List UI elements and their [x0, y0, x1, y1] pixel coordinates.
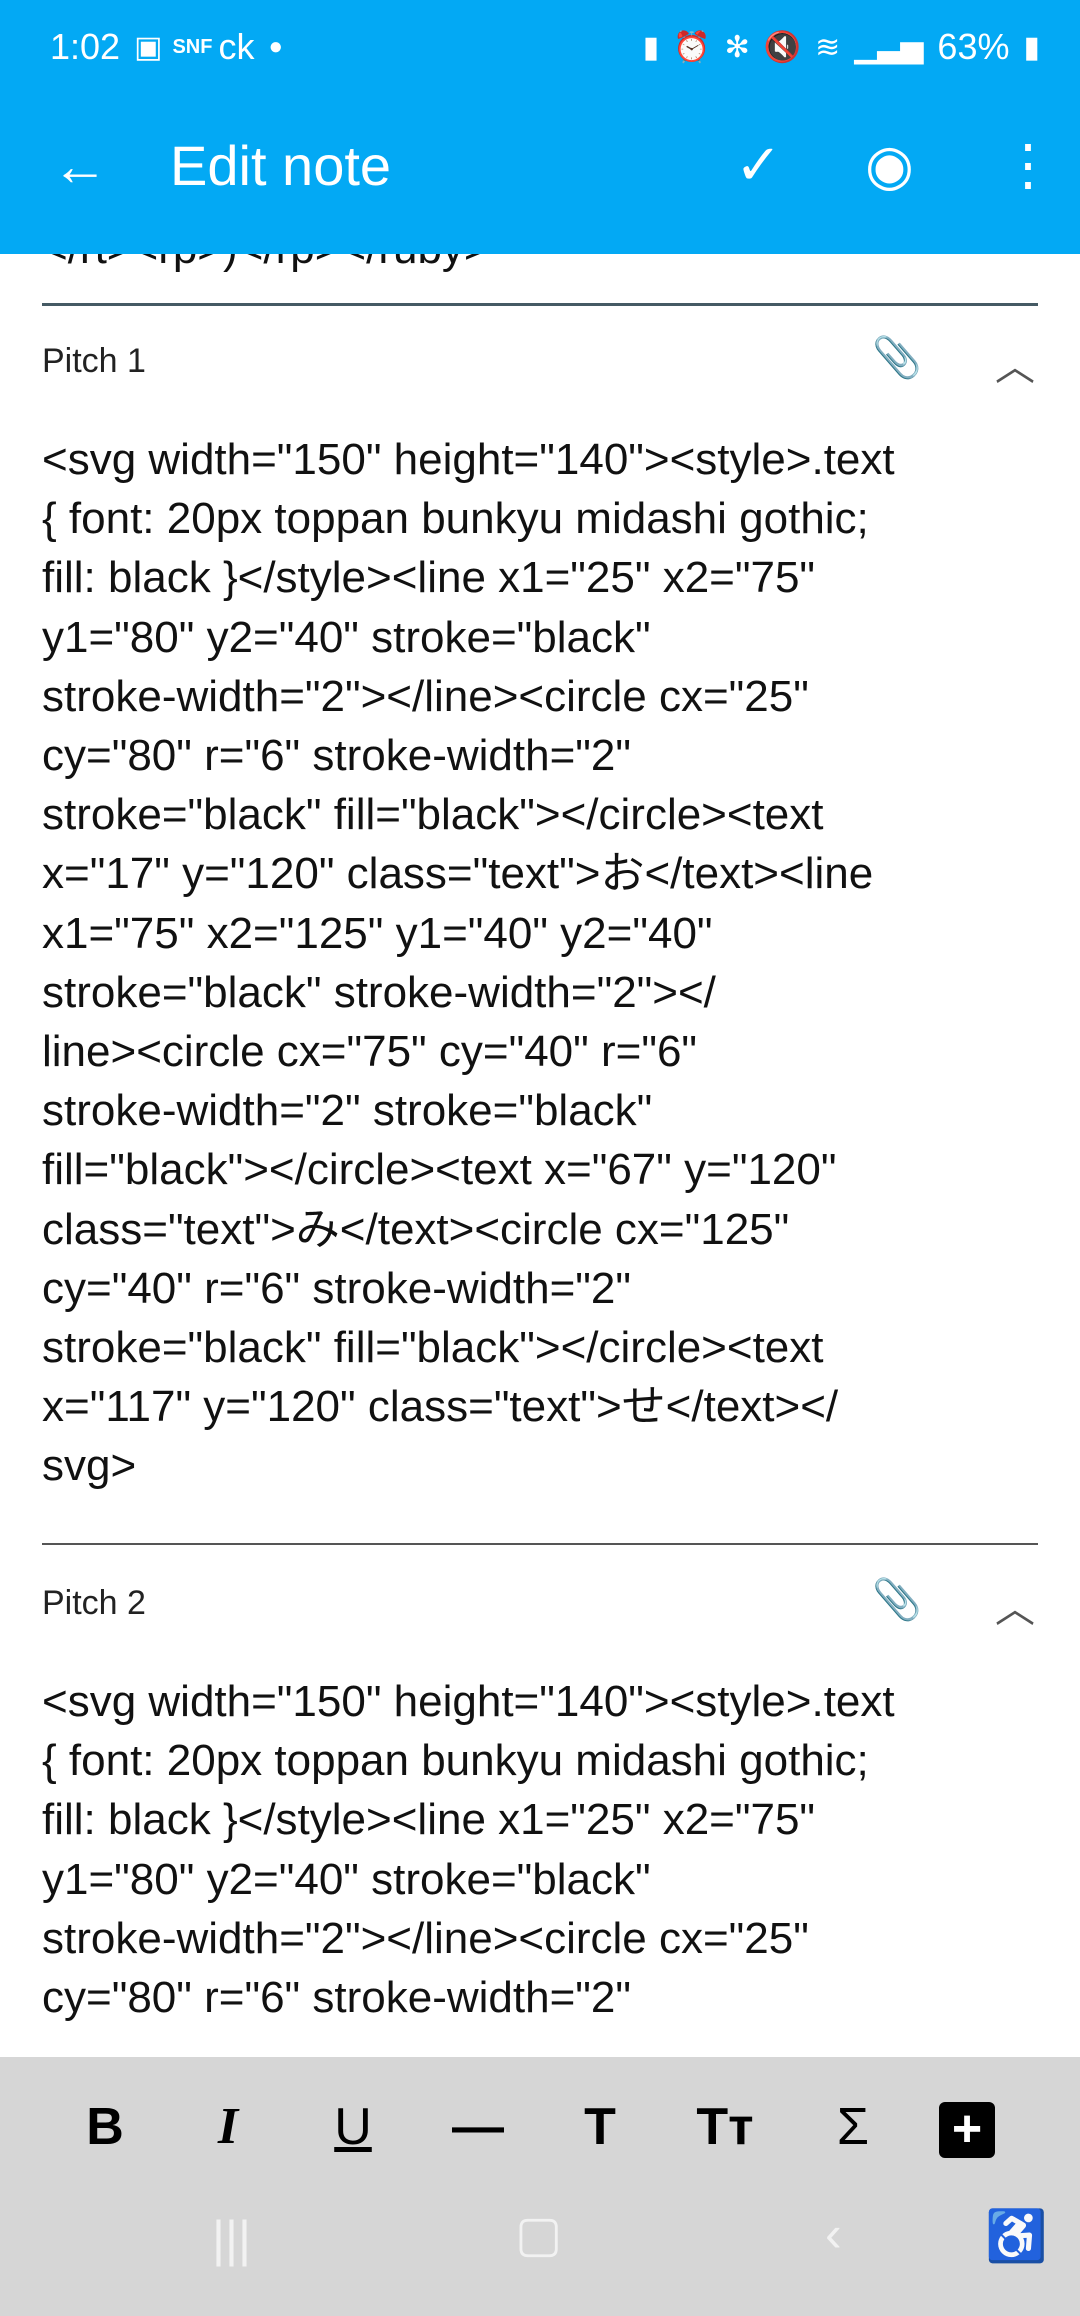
field-text-line: y1="80" y2="40" stroke="black"	[42, 612, 651, 662]
field-text-line: x="117" y="120" class="text">せ</text></	[42, 1382, 839, 1432]
field-text-line: cy="80" r="6" stroke-width="2"	[42, 731, 631, 781]
horizontal-rule-button[interactable]: —	[452, 2098, 504, 2156]
preview-eye-icon[interactable]: ◉	[865, 133, 914, 196]
field-text-line: stroke-width="2"></line><circle cx="25"	[42, 1913, 809, 1963]
field-text-line: stroke-width="2"></line><circle cx="25"	[42, 671, 809, 721]
field-label-pitch-2: Pitch 2	[42, 1584, 146, 1622]
pitch-2-field[interactable]: <svg width="150" height="140"><style>.te…	[42, 1672, 1052, 2027]
field-text-line: { font: 20px toppan bunkyu midashi gothi…	[42, 1736, 869, 1786]
dot-icon: ●	[268, 33, 283, 60]
field-text-line: { font: 20px toppan bunkyu midashi gothi…	[42, 494, 869, 544]
page-title: Edit note	[170, 133, 392, 197]
snf-icon: SNF	[172, 35, 213, 58]
app-bar: ← Edit note ✓ ◉ ⋮	[0, 125, 1080, 205]
accessibility-icon[interactable]: ♿	[985, 2208, 1048, 2264]
field-text-line: line><circle cx="75" cy="40" r="6"	[42, 1027, 698, 1077]
back-nav-icon[interactable]: ‹	[825, 2206, 842, 2262]
field-text-line: <svg width="150" height="140"><style>.te…	[42, 435, 895, 484]
insert-math-button[interactable]: Σ	[836, 2098, 870, 2156]
field-divider	[42, 1543, 1038, 1545]
field-text-line: fill: black }</style><line x1="25" x2="7…	[42, 1795, 816, 1845]
clock: 1:02	[50, 26, 121, 67]
collapse-chevron-icon[interactable]: ︿	[995, 345, 1035, 389]
save-check-icon[interactable]: ✓	[735, 133, 782, 196]
home-icon[interactable]: ▢	[515, 2206, 563, 2262]
field-text-line: class="text">み</text><circle cx="125"	[42, 1204, 790, 1254]
text-size-button[interactable]: Tт	[696, 2098, 754, 2156]
battery-icon: ▮	[1023, 30, 1040, 64]
signal-icon: ▁▃▅	[854, 30, 924, 64]
collapse-chevron-icon[interactable]: ︿	[995, 1587, 1035, 1631]
gallery-icon: ▣	[134, 30, 163, 64]
field-text-line: x="17" y="120" class="text">お</text><lin…	[42, 849, 874, 899]
header: 1:02 ▣ SNF ck ● ▮ ⏰ ✻ 🔇 ≋ ▁▃▅ 63% ▮ ← Ed…	[0, 0, 1080, 254]
previous-field-text[interactable]: </rt><rp>)</rp></ruby>	[42, 254, 490, 274]
field-divider	[42, 303, 1038, 306]
attach-paperclip-icon[interactable]: 📎	[872, 336, 922, 380]
back-arrow-icon[interactable]: ←	[52, 133, 108, 197]
note-editor: </rt><rp>)</rp></ruby> Pitch 1 📎 ︿ <svg …	[0, 254, 1080, 2057]
text-style-button[interactable]: T	[584, 2098, 616, 2156]
ck-notification: ck	[218, 26, 255, 67]
add-custom-button[interactable]: +	[939, 2102, 995, 2158]
field-text-line: stroke-width="2" stroke="black"	[42, 1086, 653, 1136]
field-label-pitch-1: Pitch 1	[42, 342, 146, 380]
field-text-line: cy="40" r="6" stroke-width="2"	[42, 1263, 631, 1313]
field-text-line: svg>	[42, 1441, 137, 1491]
mute-icon: 🔇	[763, 30, 802, 64]
field-text-line: <svg width="150" height="140"><style>.te…	[42, 1677, 895, 1726]
field-text-line: y1="80" y2="40" stroke="black"	[42, 1854, 651, 1904]
field-text-line: stroke="black" fill="black"></circle><te…	[42, 1323, 824, 1373]
battery-saver-icon: ▮	[642, 30, 660, 64]
underline-button[interactable]: U	[334, 2098, 372, 2156]
alarm-icon: ⏰	[673, 30, 711, 64]
more-options-icon[interactable]: ⋮	[1000, 133, 1056, 196]
recent-apps-icon[interactable]: |||	[212, 2211, 251, 2267]
formatting-toolbar: B I U — T Tт Σ + ||| ▢ ‹ ♿	[0, 2057, 1080, 2316]
field-text-line: x1="75" x2="125" y1="40" y2="40"	[42, 908, 713, 958]
wifi-icon: ≋	[815, 30, 841, 64]
pitch-1-field[interactable]: <svg width="150" height="140"><style>.te…	[42, 430, 1052, 1496]
field-text-line: fill="black"></circle><text x="67" y="12…	[42, 1145, 837, 1195]
field-text-line: stroke="black" stroke-width="2"></	[42, 967, 716, 1017]
bluetooth-icon: ✻	[724, 30, 750, 64]
bold-button[interactable]: B	[86, 2098, 124, 2156]
field-text-line: stroke="black" fill="black"></circle><te…	[42, 790, 824, 840]
italic-button[interactable]: I	[217, 2098, 239, 2155]
attach-paperclip-icon[interactable]: 📎	[872, 1578, 922, 1622]
field-text-line: cy="80" r="6" stroke-width="2"	[42, 1973, 631, 2023]
battery-percent: 63%	[937, 26, 1010, 67]
field-text-line: fill: black }</style><line x1="25" x2="7…	[42, 553, 816, 603]
status-bar: 1:02 ▣ SNF ck ● ▮ ⏰ ✻ 🔇 ≋ ▁▃▅ 63% ▮	[50, 22, 1040, 72]
